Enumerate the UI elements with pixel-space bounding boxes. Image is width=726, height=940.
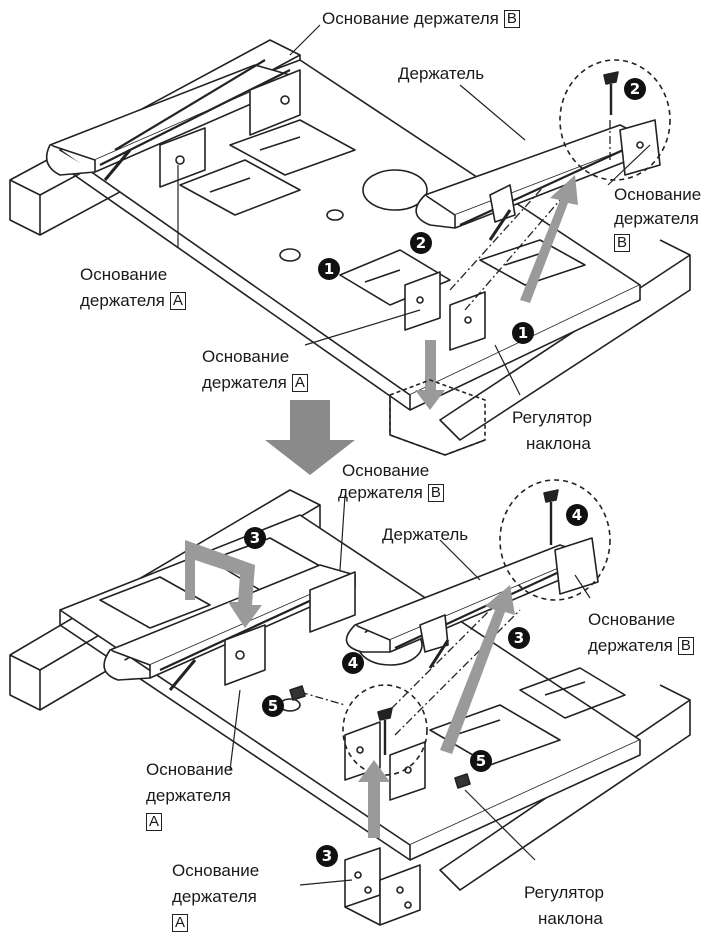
detail-circle-bottom-mid bbox=[342, 684, 428, 776]
holder-left-top bbox=[45, 59, 301, 188]
bracket-a-loose bbox=[344, 847, 421, 926]
letter-box: B bbox=[427, 484, 444, 502]
step-badge-3: 3 bbox=[508, 627, 530, 649]
label-line-2: наклона bbox=[538, 909, 603, 928]
step-badge-2: 2 bbox=[410, 232, 432, 254]
label-base-b-right-top: Основание держателя B bbox=[614, 183, 701, 255]
label-line-1: Основание bbox=[342, 461, 430, 480]
step-badge-2: 2 bbox=[624, 78, 646, 100]
step-badge-1: 1 bbox=[512, 322, 534, 344]
label-line-2: держателя bbox=[614, 209, 699, 228]
label-line-1: Основание bbox=[202, 347, 290, 366]
label-line-1: Регулятор bbox=[524, 883, 605, 902]
screw-top-right bbox=[603, 71, 619, 115]
label-line-1: Основание bbox=[146, 760, 234, 779]
up-arrow-bottom bbox=[358, 760, 390, 838]
detail-circle-top bbox=[559, 59, 671, 181]
move-arrow-top bbox=[520, 175, 578, 303]
step-badge-3: 3 bbox=[316, 845, 338, 867]
label-base-a-left-bottom: Основание держателя A bbox=[146, 757, 233, 835]
letter-box: A bbox=[172, 914, 189, 932]
letter-box: B bbox=[503, 10, 520, 28]
label-base-a-bottom: Основание держателя A bbox=[172, 858, 259, 936]
label-line-2: держателя bbox=[588, 636, 673, 655]
holder-right-top bbox=[415, 119, 661, 241]
label-text: Держатель bbox=[398, 64, 485, 83]
label-line-2: держателя bbox=[146, 786, 231, 805]
step-badge-1: 1 bbox=[318, 258, 340, 280]
bracket-a-top bbox=[404, 271, 486, 351]
holder-right-bottom bbox=[345, 537, 599, 669]
step-badge-5: 5 bbox=[262, 695, 284, 717]
bolt-right-bottom bbox=[454, 773, 471, 789]
label-holder-bottom: Держатель bbox=[382, 524, 468, 546]
letter-box: B bbox=[677, 637, 694, 655]
bolt-left-bottom bbox=[289, 685, 306, 701]
letter-box: A bbox=[169, 292, 186, 310]
label-text: Держатель bbox=[382, 525, 469, 544]
label-line-2: держателя bbox=[80, 291, 165, 310]
move-arrow-bottom bbox=[440, 585, 515, 754]
label-line-1: Регулятор bbox=[512, 408, 593, 427]
label-holder-top: Держатель bbox=[398, 63, 484, 85]
label-line-1: Основание bbox=[172, 861, 260, 880]
step-badge-4: 4 bbox=[566, 504, 588, 526]
letter-box: B bbox=[614, 234, 631, 252]
screw-bottom-right bbox=[543, 489, 559, 545]
label-tilt-top: Регулятор наклона bbox=[512, 405, 592, 457]
letter-box: A bbox=[291, 374, 308, 392]
holder-left-bottom bbox=[103, 564, 356, 691]
label-line-1: Основание bbox=[80, 265, 168, 284]
label-tilt-bottom: Регулятор наклона bbox=[524, 880, 604, 932]
label-line-2: держателя bbox=[172, 887, 257, 906]
transition-arrow bbox=[265, 400, 355, 475]
down-arrow-top bbox=[415, 340, 445, 410]
step-badge-4: 4 bbox=[342, 652, 364, 674]
step-badge-3: 3 bbox=[244, 527, 266, 549]
label-line-2: держателя bbox=[338, 483, 423, 502]
label-text: Основание держателя bbox=[322, 9, 499, 28]
detail-circle-bottom-right bbox=[499, 479, 611, 601]
step-badge-5: 5 bbox=[470, 750, 492, 772]
label-line-2: держателя bbox=[202, 373, 287, 392]
label-line-1: Основание bbox=[614, 185, 702, 204]
letter-box: A bbox=[146, 813, 163, 831]
bottom-assembly bbox=[9, 479, 691, 926]
lift-arrow-bottom bbox=[185, 540, 262, 628]
label-line-2: наклона bbox=[526, 434, 591, 453]
label-line-1: Основание bbox=[588, 610, 676, 629]
top-assembly bbox=[9, 24, 691, 456]
